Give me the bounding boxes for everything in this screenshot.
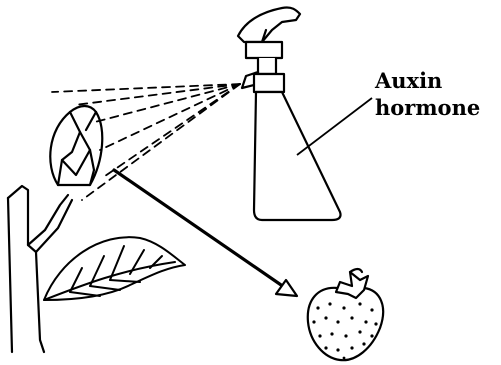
strawberry-fruit [308, 269, 383, 360]
auxin-label-line2: hormone [375, 94, 501, 122]
spray-lines [52, 84, 240, 200]
auxin-label-line1: Auxin [375, 67, 501, 95]
label-pointer-line [297, 98, 372, 155]
spray-bottle [238, 7, 341, 220]
leaf [44, 237, 185, 300]
flower-bud [50, 106, 102, 185]
